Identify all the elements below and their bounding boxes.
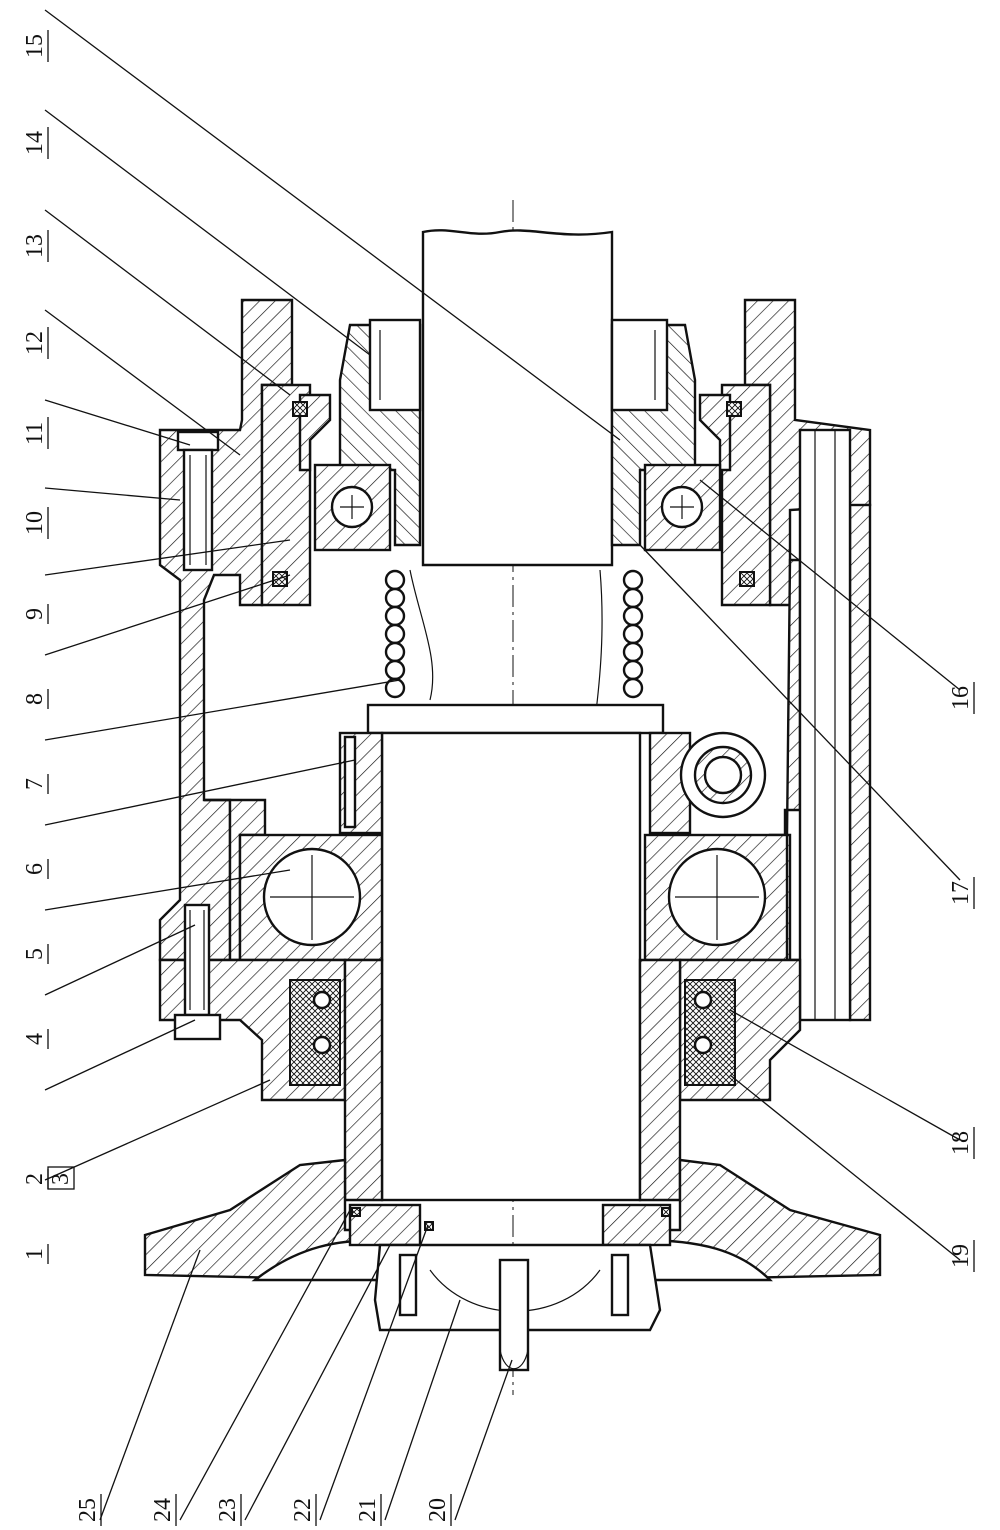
callout-21: 21 — [355, 1494, 382, 1526]
callout-4: 4 — [22, 1029, 49, 1049]
callout-label-5: 5 — [22, 948, 48, 960]
callout-5: 5 — [22, 944, 49, 964]
callout-label-24: 24 — [150, 1498, 176, 1522]
top-shaft — [421, 229, 614, 567]
retaining-ring — [348, 1203, 672, 1247]
callout-18: 18 — [948, 1127, 975, 1159]
upper-ball-bearings — [313, 463, 722, 552]
callout-3: 3 — [47, 1166, 75, 1190]
callout-label-7: 7 — [22, 778, 48, 790]
callout-13: 13 — [22, 230, 49, 262]
callout-25: 25 — [75, 1494, 102, 1526]
callout-24: 24 — [150, 1494, 177, 1526]
callout-label-1: 1 — [22, 1248, 48, 1260]
callout-label-23: 23 — [215, 1498, 241, 1522]
callout-9: 9 — [22, 604, 49, 624]
callout-8: 8 — [22, 689, 49, 709]
callout-7: 7 — [22, 774, 49, 794]
callout-16: 16 — [948, 682, 975, 714]
callout-10: 10 — [22, 507, 49, 539]
callout-label-25: 25 — [75, 1498, 101, 1522]
callout-17: 17 — [948, 877, 975, 909]
callout-14: 14 — [22, 127, 49, 159]
side-plug — [679, 731, 767, 819]
lip-seals — [289, 979, 736, 1086]
callout-label-22: 22 — [290, 1498, 316, 1522]
callout-label-11: 11 — [22, 422, 48, 445]
callout-label-14: 14 — [22, 131, 48, 155]
callout-12: 12 — [22, 327, 49, 359]
callout-label-3: 3 — [48, 1173, 74, 1185]
callout-label-6: 6 — [22, 863, 48, 875]
end-nut — [373, 1243, 662, 1372]
callout-label-16: 16 — [948, 686, 974, 710]
callout-6: 6 — [22, 859, 49, 879]
callout-11: 11 — [22, 417, 49, 449]
callout-23: 23 — [215, 1494, 242, 1526]
callout-1: 1 — [22, 1244, 49, 1264]
callout-label-13: 13 — [22, 234, 48, 258]
callout-20: 20 — [425, 1494, 452, 1526]
callout-label-12: 12 — [22, 331, 48, 355]
compression-spring — [384, 569, 644, 721]
spring-seat — [366, 703, 665, 735]
upper-screw — [176, 430, 220, 572]
callout-label-9: 9 — [22, 608, 48, 620]
callout-label-20: 20 — [425, 1498, 451, 1522]
callout-label-15: 15 — [22, 34, 48, 58]
upper-sleeve — [338, 318, 697, 547]
callout-label-10: 10 — [22, 511, 48, 535]
callout-label-2: 2 — [22, 1173, 48, 1185]
lower-sleeve-nut — [338, 731, 692, 835]
lower-screw — [173, 903, 222, 1041]
leader-lines — [44, 9, 961, 1521]
callout-19: 19 — [948, 1240, 975, 1272]
callout-label-19: 19 — [948, 1244, 974, 1268]
callout-label-21: 21 — [355, 1498, 381, 1522]
lower-ball-bearings — [238, 833, 789, 962]
callout-label-18: 18 — [948, 1131, 974, 1155]
callout-label-8: 8 — [22, 693, 48, 705]
callout-label-17: 17 — [948, 881, 974, 905]
callout-2: 2 — [22, 1169, 49, 1189]
callout-label-4: 4 — [22, 1033, 48, 1045]
callout-22: 22 — [290, 1494, 317, 1526]
o-rings — [272, 401, 755, 587]
lower-shaft — [380, 731, 642, 1202]
callout-15: 15 — [22, 30, 49, 62]
